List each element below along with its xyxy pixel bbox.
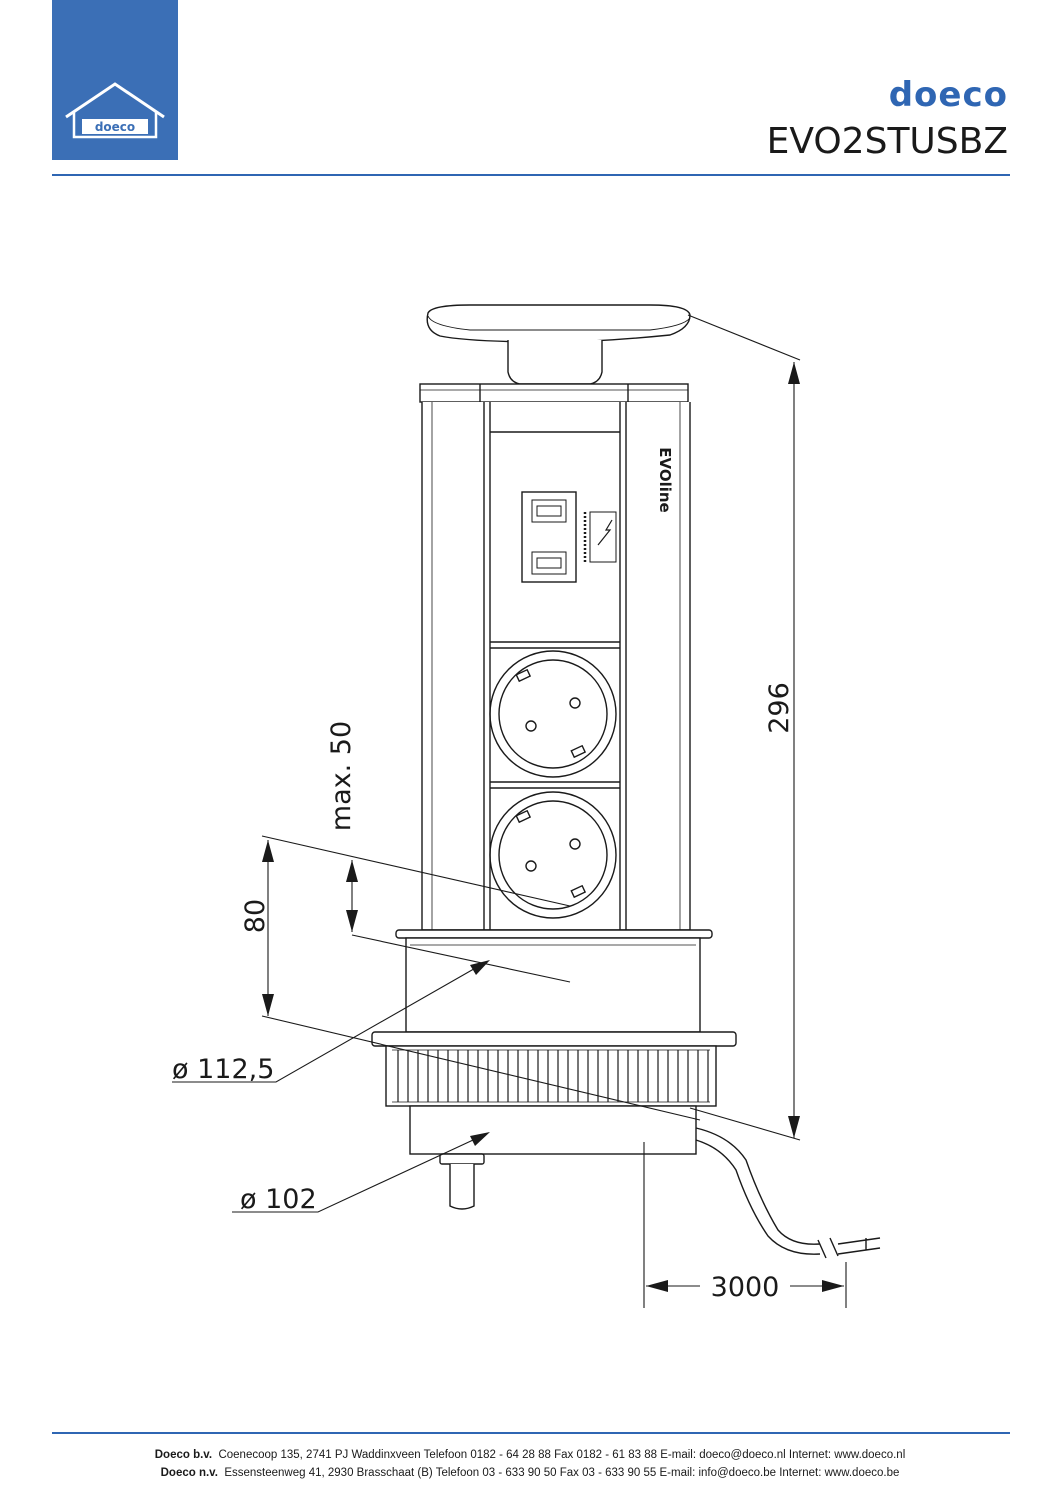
depth-dimension: 80 xyxy=(240,899,271,933)
header-divider xyxy=(52,174,1010,176)
housing-cylinder xyxy=(405,937,701,1033)
company-logo: doeco xyxy=(52,0,178,160)
power-socket-2 xyxy=(489,791,617,919)
top-cap xyxy=(426,304,691,343)
inner-diameter-dimension: ø 102 xyxy=(240,1184,317,1215)
logo-text: doeco xyxy=(95,120,135,134)
house-logo-icon: doeco xyxy=(65,82,165,139)
footer-line-be: Doeco n.v. Essensteenweg 41, 2930 Brassc… xyxy=(0,1467,1060,1480)
column-top-rim xyxy=(419,383,689,403)
cap-neck xyxy=(507,340,603,385)
top-flange xyxy=(395,929,713,939)
footer-line-nl: Doeco b.v. Coenecoop 135, 2741 PJ Waddin… xyxy=(0,1449,1060,1462)
height-dimension: 296 xyxy=(764,682,795,734)
footer-divider xyxy=(52,1432,1010,1434)
footer-company-be: Doeco n.v. xyxy=(160,1467,218,1479)
cable-gland xyxy=(439,1153,485,1165)
usb-charger-module xyxy=(521,491,617,583)
outer-diameter-dimension: ø 112,5 xyxy=(172,1054,274,1085)
power-socket-1 xyxy=(489,650,617,778)
footer-address-nl: Coenecoop 135, 2741 PJ Waddinxveen Telef… xyxy=(218,1449,906,1461)
cable-length-dimension: 3000 xyxy=(711,1272,780,1303)
mounting-flange xyxy=(371,1031,737,1047)
lower-housing xyxy=(409,1105,697,1155)
footer-company-nl: Doeco b.v. xyxy=(154,1449,213,1461)
footer-address-be: Essensteenweg 41, 2930 Brasschaat (B) Te… xyxy=(224,1467,900,1479)
column-body xyxy=(421,402,691,931)
brand-name: doeco xyxy=(888,75,1008,115)
max-dimension: max. 50 xyxy=(326,721,357,831)
evoline-label: EVOline xyxy=(656,447,674,512)
product-code: EVO2STUSBZ xyxy=(766,121,1008,162)
clamp-ring xyxy=(385,1045,717,1107)
